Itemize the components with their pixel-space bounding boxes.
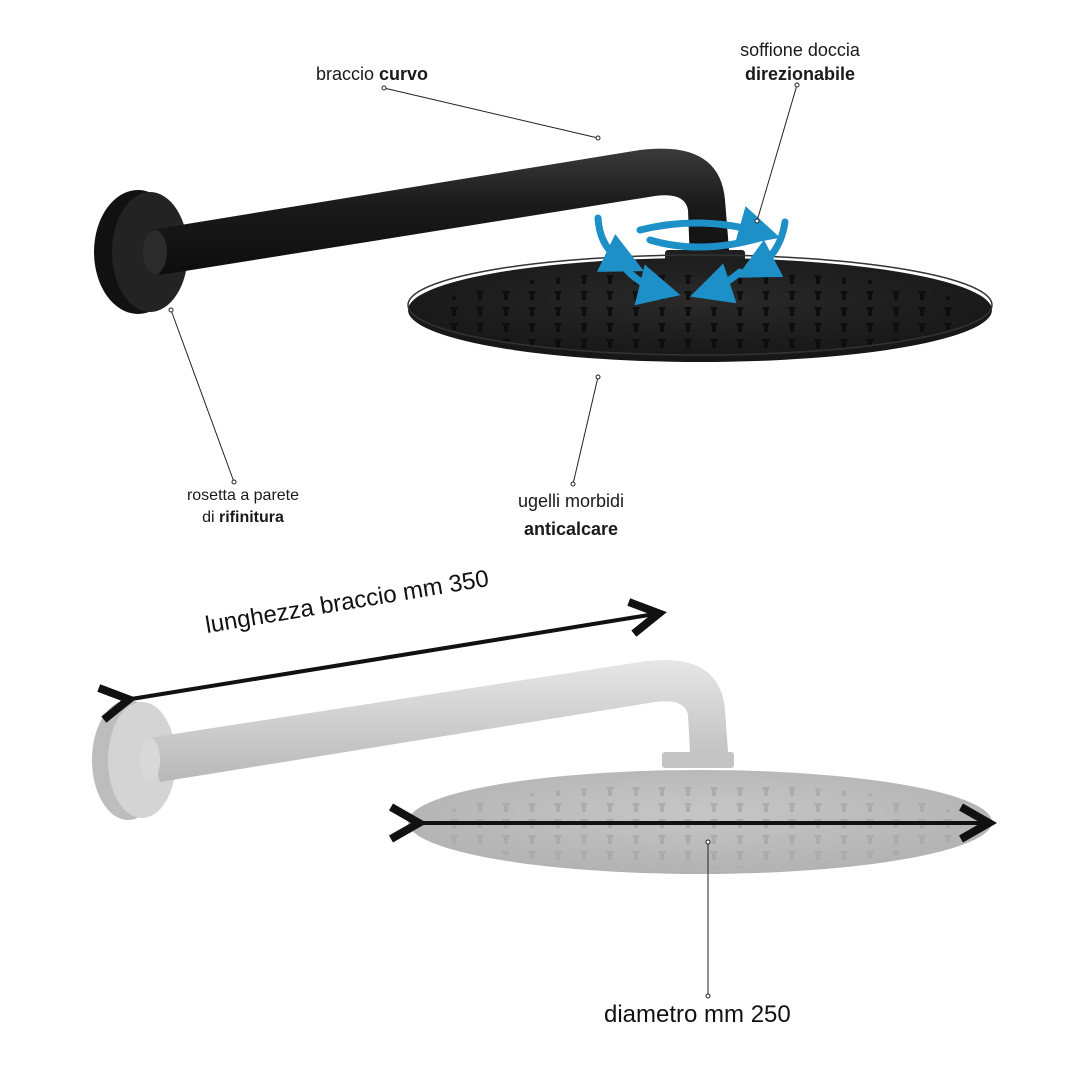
- callout-rosette-bold: rifinitura: [219, 509, 284, 526]
- callout-nozzles-bold: anticalcare: [523, 519, 619, 539]
- dark-shower-head: [407, 254, 993, 362]
- callout-leaders: [168, 82, 800, 487]
- callout-arm: braccio curvo: [316, 62, 428, 86]
- callout-arm-bold: curvo: [379, 64, 429, 84]
- callout-arm-text: braccio: [316, 64, 380, 84]
- rotation-arrows-icon: [594, 206, 789, 306]
- callout-rosette-line2: di: [202, 509, 219, 526]
- callout-nozzles-line1: ugelli morbidi: [517, 491, 625, 511]
- callout-head-bold: direzionabile: [744, 64, 856, 84]
- arm-length-arrow: [125, 614, 655, 700]
- callout-rosette-line1: rosetta a parete: [186, 487, 300, 504]
- diameter-label: diametro mm 250: [604, 1001, 791, 1028]
- diameter-leader: [705, 839, 711, 999]
- callout-nozzles: ugelli morbidi anticalcare: [496, 487, 646, 543]
- callout-rosette: rosetta a parete di rifinitura: [168, 485, 318, 529]
- callout-head: soffione doccia direzionabile: [720, 38, 880, 86]
- callout-head-line1: soffione doccia: [740, 40, 860, 60]
- dark-shower-arm: [94, 148, 745, 314]
